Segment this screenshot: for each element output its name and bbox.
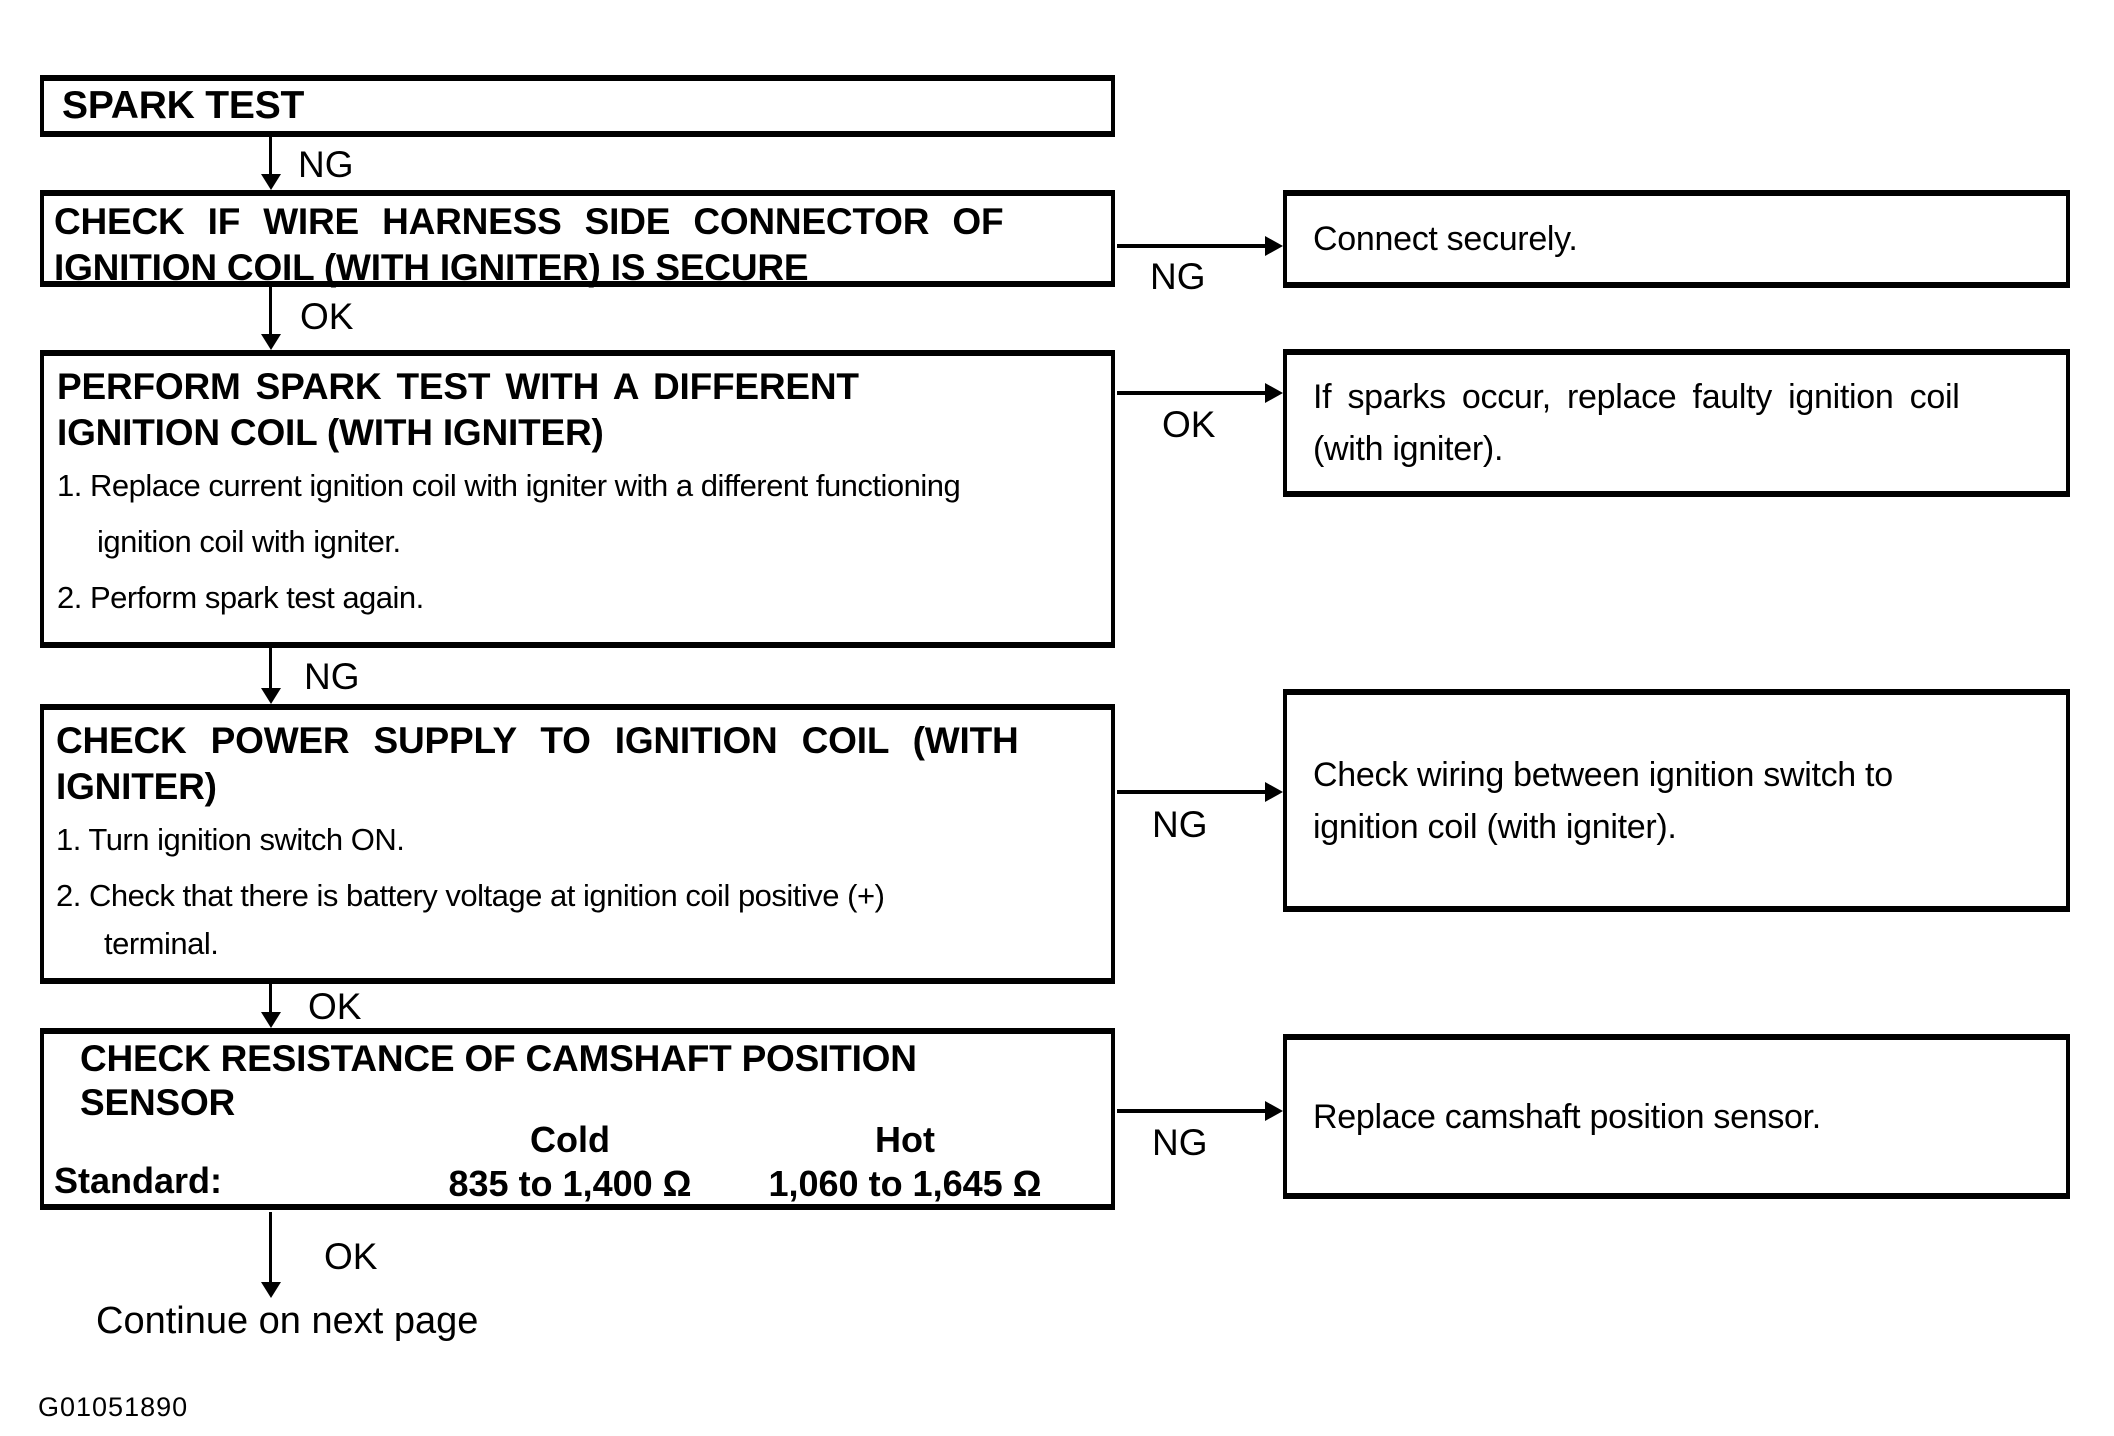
- arrow-right-3-line: [1117, 790, 1265, 794]
- check-resistance-box: CHECK RESISTANCE OF CAMSHAFT POSITION SE…: [40, 1028, 1115, 1210]
- check-power-supply-item1: 1. Turn ignition switch ON.: [56, 822, 405, 857]
- arrow-down-4: [261, 984, 281, 1028]
- result-connect-securely-text: Connect securely.: [1313, 220, 1578, 258]
- arrow-right-1-line: [1117, 244, 1265, 248]
- arrow-down-2: [261, 287, 281, 350]
- arrow-right-4-head: [1265, 1101, 1283, 1121]
- arrow-right-2-label: OK: [1162, 404, 1216, 445]
- perform-spark-test-item2: 2. Perform spark test again.: [57, 580, 424, 615]
- arrow-down-5-head: [261, 1282, 281, 1298]
- arrow-down-1: [261, 137, 281, 190]
- arrow-down-3-label: NG: [304, 656, 360, 697]
- result-replace-faulty-coil-line1: If sparks occur, replace faulty ignition…: [1313, 378, 1960, 416]
- arrow-down-4-head: [261, 1012, 281, 1028]
- arrow-right-3-label: NG: [1152, 804, 1208, 845]
- check-power-supply-box: CHECK POWER SUPPLY TO IGNITION COIL (WIT…: [40, 704, 1115, 984]
- arrow-down-5-label: OK: [324, 1236, 378, 1277]
- check-power-supply-item2-line1: 2. Check that there is battery voltage a…: [56, 878, 885, 913]
- arrow-right-3-head: [1265, 782, 1283, 802]
- arrow-right-4: [1117, 1101, 1283, 1121]
- figure-code: G01051890: [38, 1392, 189, 1422]
- arrow-right-2-line: [1117, 391, 1265, 395]
- result-box-check-wiring: Check wiring between ignition switch to …: [1283, 689, 2070, 912]
- arrow-right-2: [1117, 383, 1283, 403]
- result-box-replace-sensor: Replace camshaft position sensor.: [1283, 1034, 2070, 1199]
- arrow-down-2-line: [269, 287, 272, 334]
- arrow-right-3: [1117, 782, 1283, 802]
- cold-value: 835 to 1,400 Ω: [448, 1163, 692, 1204]
- check-power-supply-item2-line2: terminal.: [104, 926, 219, 961]
- arrow-down-1-head: [261, 174, 281, 190]
- continue-next-page-note: Continue on next page: [96, 1300, 479, 1342]
- arrow-right-1-head: [1265, 236, 1283, 256]
- perform-spark-test-item1-line1: 1. Replace current ignition coil with ig…: [57, 468, 961, 503]
- check-harness-title-line1: CHECK IF WIRE HARNESS SIDE CONNECTOR OF: [54, 201, 1004, 242]
- arrow-down-5: [261, 1212, 281, 1298]
- perform-spark-test-box: PERFORM SPARK TEST WITH A DIFFERENT IGNI…: [40, 350, 1115, 648]
- arrow-down-3-head: [261, 688, 281, 704]
- cold-spec-column: Cold 835 to 1,400 Ω: [420, 1118, 720, 1206]
- hot-value: 1,060 to 1,645 Ω: [768, 1163, 1042, 1204]
- arrow-down-1-line: [269, 137, 272, 174]
- result-replace-sensor-text: Replace camshaft position sensor.: [1313, 1097, 1821, 1136]
- arrow-down-5-line: [269, 1212, 272, 1282]
- start-box-spark-test: SPARK TEST: [40, 75, 1115, 137]
- arrow-right-4-line: [1117, 1109, 1265, 1113]
- result-box-replace-faulty-coil: If sparks occur, replace faulty ignition…: [1283, 349, 2070, 497]
- check-power-supply-title-line2: IGNITER): [56, 766, 217, 807]
- arrow-down-2-label: OK: [300, 296, 354, 337]
- start-box-title: SPARK TEST: [62, 84, 305, 127]
- arrow-down-4-line: [269, 984, 272, 1012]
- perform-spark-test-title-line2: IGNITION COIL (WITH IGNITER): [57, 412, 604, 453]
- perform-spark-test-item1-line2: ignition coil with igniter.: [97, 524, 401, 559]
- arrow-right-1-label: NG: [1150, 256, 1206, 297]
- arrow-down-2-head: [261, 334, 281, 350]
- check-resistance-title-line2: SENSOR: [80, 1082, 236, 1123]
- arrow-down-3-line: [269, 648, 272, 688]
- arrow-down-1-label: NG: [298, 144, 354, 185]
- arrow-right-1: [1117, 236, 1283, 256]
- arrow-right-2-head: [1265, 383, 1283, 403]
- hot-spec-column: Hot 1,060 to 1,645 Ω: [740, 1118, 1070, 1206]
- check-harness-connector-box: CHECK IF WIRE HARNESS SIDE CONNECTOR OF …: [40, 190, 1115, 288]
- result-check-wiring-line1: Check wiring between ignition switch to: [1313, 755, 1893, 794]
- check-harness-title-line2: IGNITION COIL (WITH IGNITER) IS SECURE: [54, 247, 809, 288]
- check-power-supply-title-line1: CHECK POWER SUPPLY TO IGNITION COIL (WIT…: [56, 720, 1019, 761]
- cold-header: Cold: [530, 1119, 610, 1160]
- standard-label: Standard:: [54, 1160, 223, 1201]
- perform-spark-test-title-line1: PERFORM SPARK TEST WITH A DIFFERENT: [57, 366, 859, 407]
- result-box-connect-securely: Connect securely.: [1283, 190, 2070, 288]
- result-replace-faulty-coil-line2: (with igniter).: [1313, 430, 1504, 468]
- arrow-right-4-label: NG: [1152, 1122, 1208, 1163]
- hot-header: Hot: [875, 1119, 935, 1160]
- result-check-wiring-line2: ignition coil (with igniter).: [1313, 807, 1677, 846]
- arrow-down-3: [261, 648, 281, 704]
- check-resistance-title-line1: CHECK RESISTANCE OF CAMSHAFT POSITION: [80, 1038, 917, 1079]
- arrow-down-4-label: OK: [308, 986, 362, 1027]
